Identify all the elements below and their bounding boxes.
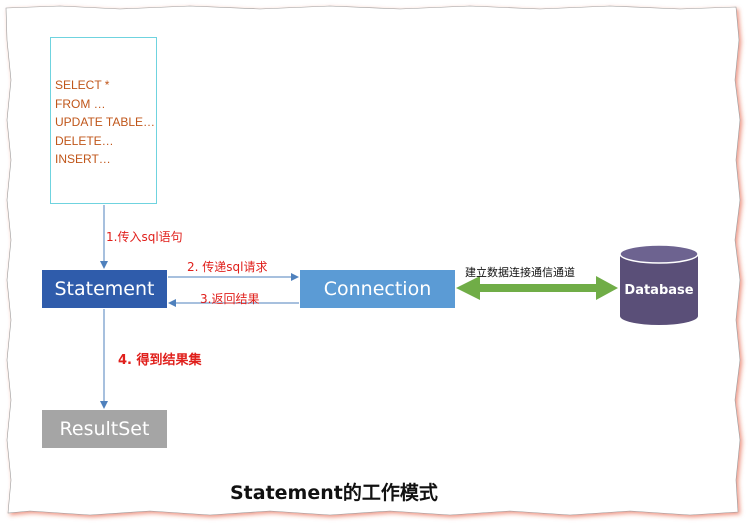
sql-line: DELETE… <box>55 133 114 148</box>
sql-line: INSERT… <box>55 152 111 166</box>
database-cylinder <box>619 244 699 325</box>
sql-line: SELECT * <box>55 78 110 92</box>
paper-border <box>5 5 741 516</box>
figure-caption: Statement的工作模式 <box>230 482 438 504</box>
step1-label: 1.传入sql语句 <box>106 230 183 244</box>
step2-label: 2. 传递sql请求 <box>187 260 268 274</box>
link-double-arrow <box>456 276 618 300</box>
link-label: 建立数据连接通信通道 <box>465 266 575 279</box>
statement-node: Statement <box>42 270 167 308</box>
resultset-node: ResultSet <box>42 410 167 448</box>
database-label: Database <box>624 283 694 298</box>
sql-line: UPDATE TABLE… <box>55 115 156 129</box>
step3-label: 3.返回结果 <box>200 292 260 306</box>
connection-node: Connection <box>300 270 455 308</box>
sql-statements-box: SELECT * FROM … UPDATE TABLE… DELETE… IN… <box>50 37 157 204</box>
sql-line: FROM … <box>55 96 106 111</box>
step4-label: 4. 得到结果集 <box>118 353 202 368</box>
